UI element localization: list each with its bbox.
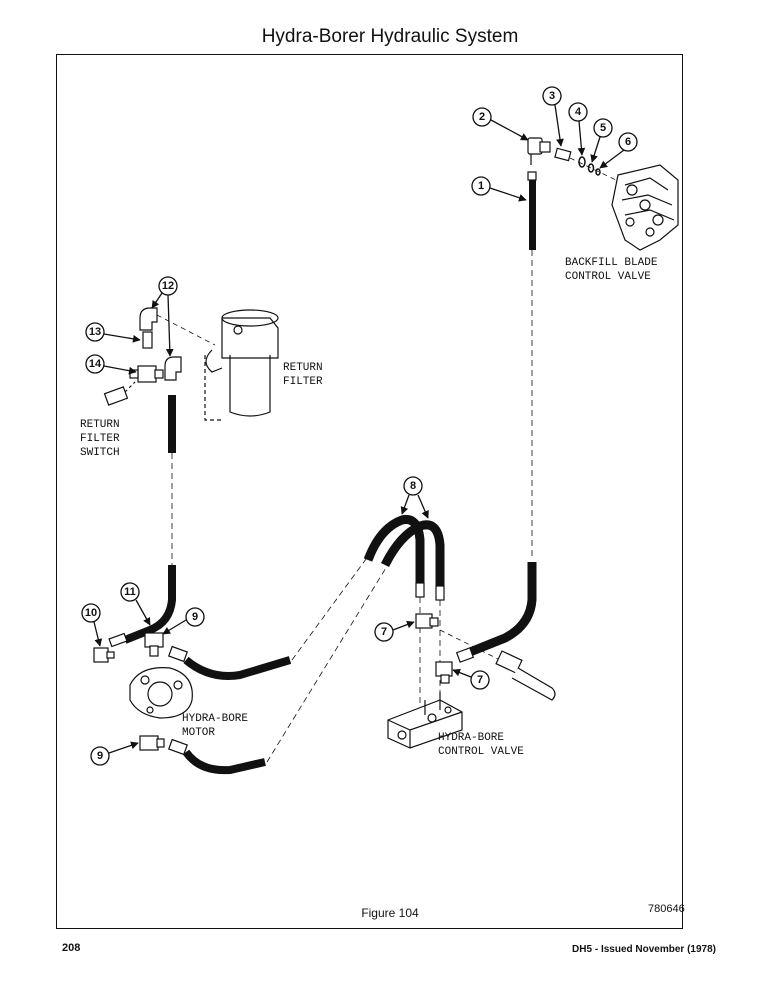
label-backfill-valve-line2: CONTROL VALVE [565,271,651,283]
callout-number: 14 [89,358,102,370]
callout-numbers: 1 2 3 4 5 6 7 7 8 9 9 10 11 12 13 14 [85,90,631,762]
return-filter-switch [103,381,136,406]
hose-motor-upper [168,539,381,680]
label-return-filter-switch-line2: FILTER [80,433,120,445]
callouts [81,86,638,766]
hose-8-fitting-left [415,582,425,598]
hose-8-fitting-right [435,585,445,601]
callout-4 [568,102,588,122]
tee-fitting-9-upper [144,632,164,657]
callout-number: 7 [381,626,387,638]
hydra-bore-motor [129,667,193,719]
callout-number: 9 [192,611,198,623]
callout-13 [85,322,105,342]
label-return-filter-switch-line3: SWITCH [80,447,120,459]
elbow-fitting-2 [527,137,551,165]
tee-fitting-9-lower [139,735,165,751]
callout-number: 9 [97,750,103,762]
elbow-fitting-10 [93,647,115,663]
component-labels: BACKFILL BLADE CONTROL VALVE RETURN FILT… [80,257,658,758]
elbow-fitting-7-upper [415,613,439,629]
callout-9-lower [90,746,110,766]
callout-11 [120,582,140,602]
callout-7-upper [374,622,394,642]
callout-number: 3 [549,90,555,102]
issue-note: DH5 - Issued November (1978) [572,944,716,955]
label-return-filter-line1: RETURN [283,362,323,374]
callout-number: 8 [410,480,416,492]
callout-10 [81,603,101,623]
label-return-filter-switch-line1: RETURN [80,419,120,431]
callout-number: 2 [479,111,485,123]
callout-number: 12 [162,280,174,292]
elbow-fitting-12-lower [164,356,182,381]
callout-number: 10 [85,607,97,619]
callout-number: 1 [478,180,484,192]
backfill-blade-control-valve [611,164,679,251]
page-number: 208 [62,942,81,954]
callout-6 [618,132,638,152]
label-hydra-bore-motor-line1: HYDRA-BORE [182,713,248,725]
callout-9-upper [185,607,205,627]
label-control-valve-line1: HYDRA-BORE [438,732,504,744]
callout-8 [403,476,423,496]
callout-number: 11 [124,586,136,598]
callout-number: 6 [625,136,631,148]
hose-1 [527,171,537,560]
callout-number: 7 [477,674,483,686]
figure-frame [56,54,683,929]
callout-number: 4 [575,106,582,118]
callout-14 [85,354,105,374]
drawing-number: 780646 [648,903,685,915]
callout-number: 13 [89,326,101,338]
figure-caption: Figure 104 [361,906,419,920]
label-return-filter-line2: FILTER [283,376,323,388]
elbow-fitting-12-upper [139,307,158,331]
hose-return-right [439,562,556,701]
adapter-fitting-3 [554,147,572,162]
hoses-8 [363,514,445,588]
elbow-fitting-7-lower [435,661,453,684]
callout-number: 5 [600,122,606,134]
callout-7-lower [470,670,490,690]
callout-5 [593,118,613,138]
o-ring-6 [595,168,601,176]
label-hydra-bore-motor-line2: MOTOR [182,727,215,739]
callout-2 [472,107,492,127]
label-backfill-valve-line1: BACKFILL BLADE [565,257,658,269]
callout-1 [471,176,491,196]
tee-fitting-14 [129,365,164,383]
o-ring-4 [578,156,586,168]
hose-11 [108,395,176,648]
label-control-valve-line2: CONTROL VALVE [438,746,524,758]
hydra-bore-control-valve [387,692,463,749]
o-ring-5 [587,163,595,173]
return-filter [204,309,279,421]
page-title: Hydra-Borer Hydraulic System [261,26,519,47]
hose-motor-lower [168,544,401,775]
callout-3 [542,86,562,106]
nipple-fitting-13 [142,331,153,349]
